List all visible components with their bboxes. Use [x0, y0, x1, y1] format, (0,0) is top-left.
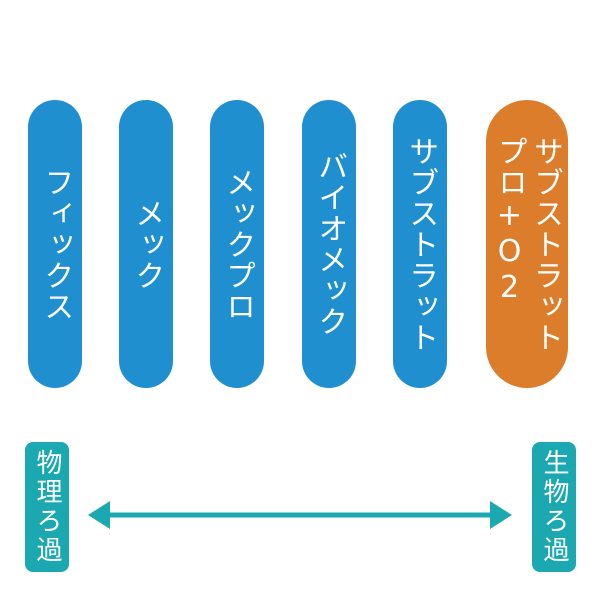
- pill-fix: フィックス: [28, 100, 82, 388]
- pill-substrat-pro-o2-label: サブストラット プロ+O2: [492, 135, 563, 353]
- pill-substrat: サブストラット: [393, 100, 447, 388]
- pill-mech-pro: メックプロ: [210, 100, 264, 388]
- pill-substrat-pro-o2: サブストラット プロ+O2: [486, 100, 568, 388]
- tag-physical-filtration-label: 物理ろ過: [32, 449, 62, 565]
- pill-mech: メック: [119, 100, 173, 388]
- tag-physical-filtration: 物理ろ過: [25, 442, 69, 572]
- pill-substrat-label: サブストラット: [403, 135, 439, 353]
- pill-bio-mech-label: バイオメック: [312, 151, 348, 337]
- pill-mech-pro-label: メックプロ: [220, 166, 256, 322]
- pill-mech-label: メック: [129, 197, 165, 291]
- arrow-head-right: [490, 501, 512, 529]
- tag-biological-filtration: 生物ろ過: [532, 442, 576, 572]
- pill-fix-label: フィックス: [38, 166, 74, 322]
- arrow-head-left: [88, 501, 110, 529]
- tag-biological-filtration-label: 生物ろ過: [539, 449, 569, 565]
- pill-bio-mech: バイオメック: [302, 100, 356, 388]
